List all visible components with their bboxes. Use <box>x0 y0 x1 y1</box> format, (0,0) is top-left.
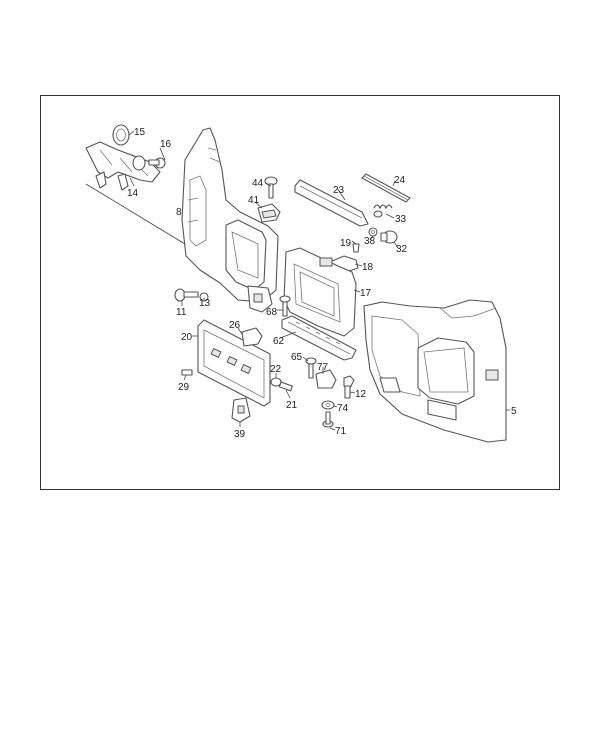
label-19: 19 <box>340 238 352 249</box>
knob-32 <box>380 230 398 244</box>
label-77: 77 <box>317 362 329 373</box>
pin-29 <box>181 369 193 376</box>
label-68: 68 <box>266 307 278 318</box>
label-20: 20 <box>181 332 193 343</box>
clip-41 <box>257 203 281 223</box>
clip-26 <box>241 327 263 347</box>
label-11: 11 <box>176 307 187 318</box>
label-24: 24 <box>394 175 406 186</box>
screw-65 <box>305 357 317 379</box>
label-23: 23 <box>333 185 345 196</box>
washer-74 <box>321 400 335 410</box>
label-39: 39 <box>234 429 246 440</box>
label-38: 38 <box>364 236 376 247</box>
label-8: 8 <box>176 207 182 218</box>
step-62 <box>281 315 357 361</box>
ring-15 <box>112 124 146 171</box>
bumper-right-5 <box>363 299 507 443</box>
pin-19 <box>352 243 360 253</box>
label-21: 21 <box>286 400 298 411</box>
label-29: 29 <box>178 382 190 393</box>
clip-77 <box>315 369 337 389</box>
label-18: 18 <box>362 262 374 273</box>
label-41: 41 <box>248 195 260 206</box>
label-33: 33 <box>395 214 407 225</box>
label-26: 26 <box>229 320 241 331</box>
label-5: 5 <box>511 406 517 417</box>
label-14: 14 <box>127 188 139 199</box>
screw-68 <box>279 295 291 317</box>
label-32: 32 <box>396 244 408 255</box>
label-44: 44 <box>252 178 264 189</box>
screw-71 <box>322 411 334 428</box>
bolt-11 <box>174 288 199 302</box>
bracket-14 <box>85 141 161 191</box>
label-12: 12 <box>355 389 367 400</box>
bracket-39 <box>231 397 251 423</box>
label-17: 17 <box>360 288 372 299</box>
trim-strip-23 <box>294 179 369 227</box>
panel-20 <box>197 319 271 407</box>
label-22: 22 <box>270 364 282 375</box>
trim-strip-24 <box>361 173 411 203</box>
label-16: 16 <box>160 139 172 150</box>
bumper-left-8 <box>181 127 279 313</box>
label-62: 62 <box>273 336 285 347</box>
label-15: 15 <box>134 127 146 138</box>
bolt-21 <box>270 377 293 392</box>
label-71: 71 <box>335 426 347 437</box>
screw-16 <box>148 157 166 169</box>
diagram-frame <box>40 95 560 490</box>
label-65: 65 <box>291 352 303 363</box>
spring-33 <box>373 204 393 218</box>
label-74: 74 <box>337 403 349 414</box>
bolt-12 <box>343 375 355 399</box>
screw-44 <box>264 176 278 199</box>
label-13: 13 <box>199 298 211 309</box>
housing-17 <box>283 247 357 337</box>
washer-38 <box>368 227 378 237</box>
